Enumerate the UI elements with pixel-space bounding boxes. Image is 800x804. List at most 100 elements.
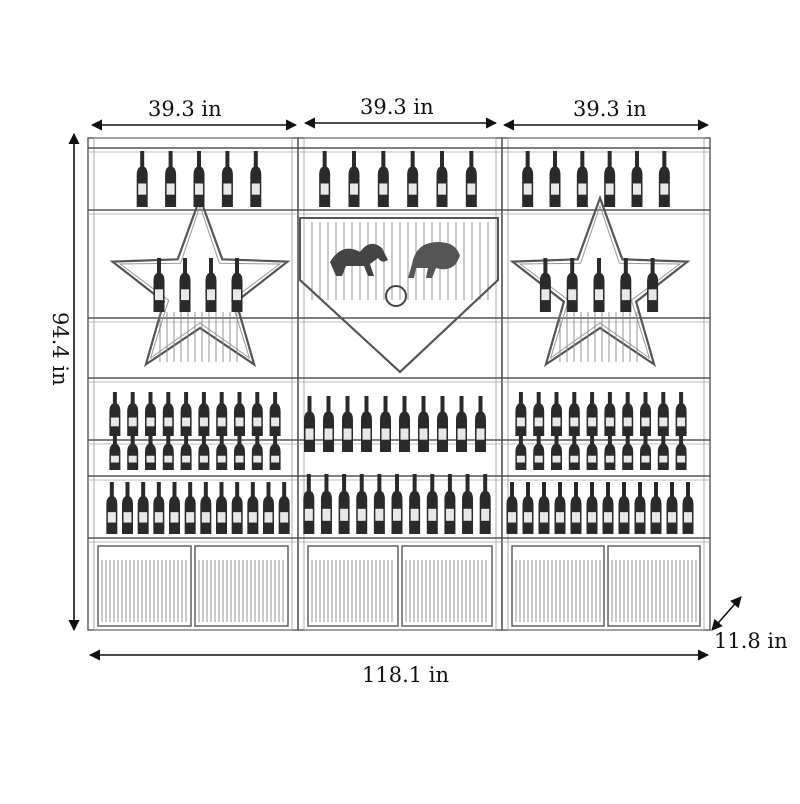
depth-arrow [711, 596, 742, 631]
bottle-lower-middle [303, 474, 315, 534]
bottle-rack-right-lower-label [623, 455, 632, 463]
bottle-lower-left-label [201, 512, 210, 523]
bottle-top-middle [465, 151, 477, 207]
bottle-lower-middle [409, 474, 421, 534]
bottle-top-right [576, 151, 588, 207]
bottle-rack-left-lower [234, 436, 245, 470]
bottle-lower-middle [338, 474, 350, 534]
bottle-rack-left-upper-label [199, 417, 208, 427]
bottle-middle-label [305, 428, 314, 440]
bottle-lower-middle-label [393, 508, 401, 521]
bottle-rack-right-upper [622, 392, 634, 436]
bottle-top-right [631, 151, 643, 207]
cabinet-door [307, 545, 399, 627]
bottle-rack-left-lower [162, 436, 174, 470]
bottle-rack-right-lower-label [552, 455, 561, 463]
section-frame [87, 137, 299, 631]
bottle-middle-label [457, 428, 466, 440]
bottle-star-right-label [541, 289, 550, 301]
bottle-middle [418, 396, 429, 452]
bottle-star-left-label [155, 289, 163, 301]
bottle-lower-left [169, 482, 180, 534]
bottle-middle-label [362, 428, 371, 440]
bottle-rack-right-upper-label [516, 417, 525, 427]
bottle-rack-right-upper [586, 392, 598, 436]
bottle-rack-right-lower [657, 436, 669, 470]
bottle-lower-left-label [280, 512, 289, 523]
bottle-lower-right [634, 482, 646, 534]
bottle-lower-left [200, 482, 212, 534]
bottle-rack-left-lower [269, 436, 281, 470]
bottle-star-right [620, 258, 632, 312]
bottle-rack-left-upper-label [271, 417, 280, 427]
bottle-lower-right-label [572, 512, 580, 523]
bottle-middle [456, 396, 467, 452]
star-frame [509, 194, 691, 367]
bottom-cabinets [97, 545, 701, 627]
bottle-middle [304, 396, 315, 452]
bottle-rack-right-upper-label [588, 417, 597, 427]
bottle-lower-right [682, 482, 694, 534]
bottle-rack-right-lower [622, 436, 634, 470]
bottle-lower-right [666, 482, 678, 534]
bottle-lower-middle-label [340, 508, 349, 521]
bottle-rack-right-upper-label [552, 417, 561, 427]
bottle-lower-right-label [588, 512, 596, 523]
bottle-rack-right-upper [568, 392, 580, 436]
bottle-top-middle-label [379, 183, 388, 195]
bull-emblem [408, 242, 460, 278]
bottle-rack-left-upper-label [110, 417, 119, 427]
bottle-lower-left [184, 482, 196, 534]
bottle-rack-left-lower-label [182, 455, 191, 463]
bottle-lower-right-label [508, 512, 516, 523]
bottle-lower-left [153, 482, 165, 534]
bottle-lower-right [650, 482, 662, 534]
bottle-rack-left-upper-label [146, 417, 155, 427]
shield-edge [299, 279, 499, 374]
bottle-star-right [539, 258, 551, 312]
bottle-top-middle [348, 151, 360, 207]
bottle-lower-right [586, 482, 598, 534]
bottle-lower-left [247, 482, 259, 534]
cabinet-door [194, 545, 289, 627]
bottle-top-right-label [523, 183, 532, 195]
bottle-top-middle-label [320, 183, 329, 195]
bottle-rack-right-lower [586, 436, 598, 470]
bottle-top-left [165, 151, 177, 207]
bottle-top-right-label [633, 183, 641, 195]
bottle-lower-middle-label [357, 508, 366, 521]
bottle-lower-middle [373, 474, 385, 534]
bottle-rack-right-lower-label [605, 455, 614, 463]
bottle-rack-right-upper [675, 392, 687, 436]
bottle-star-right-label [568, 289, 577, 301]
star-inner-frame [118, 204, 282, 360]
cabinet-door [401, 545, 493, 627]
bottle-top-right [549, 151, 561, 207]
bottle-rack-left-upper [180, 392, 192, 436]
bottle-lower-right-label [604, 512, 612, 523]
bottle-lower-middle-label [304, 508, 313, 521]
bottle-lower-left-label [154, 512, 163, 523]
dimension-lines [68, 117, 742, 661]
bottle-top-right-label [660, 183, 669, 195]
bottle-rack-right-upper [533, 392, 545, 436]
deer-emblem [330, 243, 388, 276]
bottle-top-right [658, 151, 670, 207]
bottle-top-middle [319, 151, 331, 207]
bottle-lower-right-label [620, 512, 628, 523]
bottle-star-left [153, 258, 165, 312]
bottle-lower-left [278, 482, 290, 534]
bottle-rack-left-lower [251, 436, 263, 470]
bottle-rack-left-lower-label [146, 455, 155, 463]
bottle-rack-left-lower [198, 436, 210, 470]
bottle-lower-right [570, 482, 582, 534]
bottle-middle-label [324, 428, 333, 440]
bottle-rack-left-upper-label [128, 417, 137, 427]
bottle-star-right [593, 258, 605, 312]
bottle-star-right-label [595, 289, 603, 301]
bottle-star-right [566, 258, 578, 312]
cabinet-door [607, 545, 701, 627]
bottle-top-left-label [223, 183, 232, 195]
section-frame [297, 137, 503, 631]
